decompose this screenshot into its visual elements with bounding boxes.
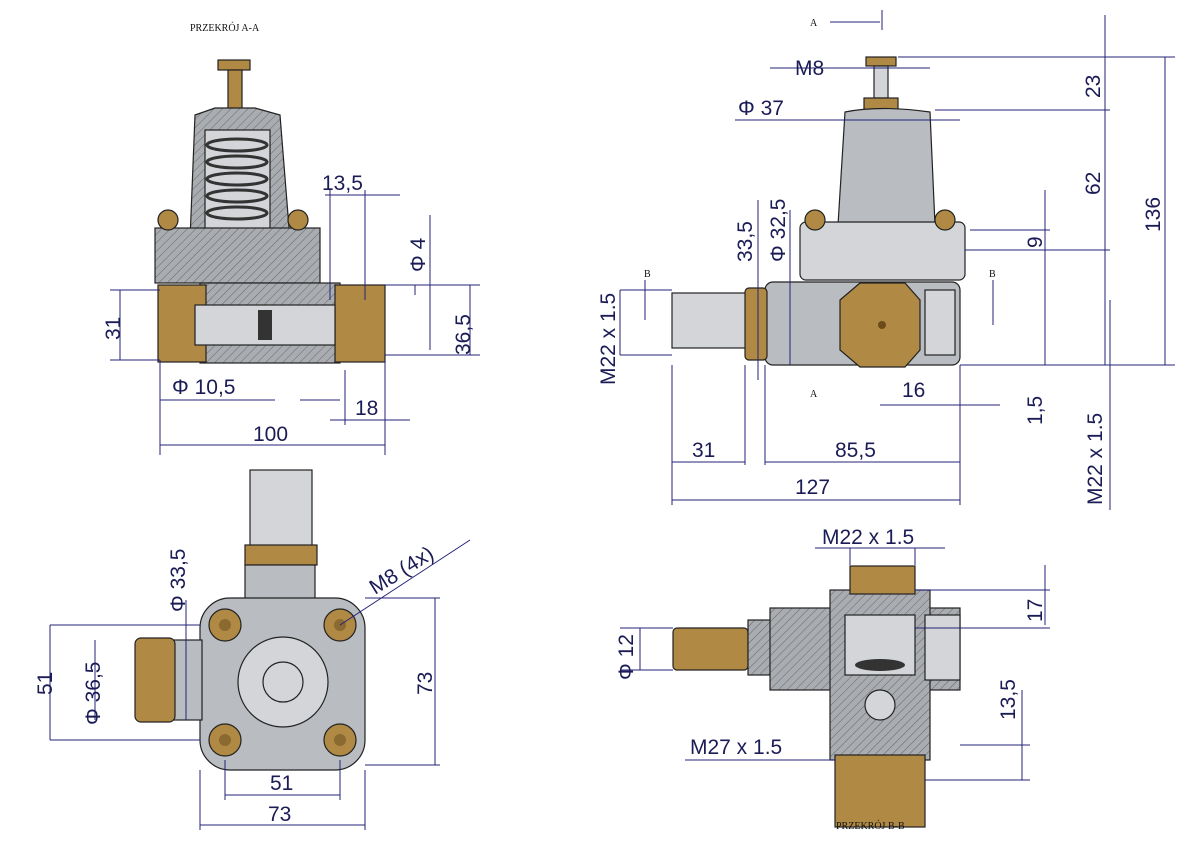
bolts [208,608,357,757]
dim-51-horizontal: 51 [270,772,293,795]
section-b-b-title: PRZEKRÓJ B-B [836,820,905,832]
dim-phi-36-5: Φ 36,5 [82,662,105,725]
section-a-a-title: PRZEKRÓJ A-A [190,22,260,34]
dim-73-vertical: 73 [414,672,437,695]
dim-m22: M22 x 1.5 [822,526,914,549]
dim-18: 18 [355,397,378,420]
center-screw [262,661,304,703]
dim-17: 17 [1024,599,1047,622]
top-view [134,469,366,771]
dim-73-horizontal: 73 [268,803,291,826]
section-b-b-dimensions: M22 x 1.5 Φ 12 17 13,5 M27 x 1.5 [615,526,1050,781]
dim-m8: M8 [795,57,824,80]
dim-phi-12: Φ 12 [615,634,638,680]
dim-phi-4: Φ 4 [407,237,430,272]
dim-136: 136 [1142,197,1165,232]
dim-31: 31 [102,317,125,340]
section-a-a-dimensions: 13,5 Φ 4 31 36,5 Φ 10,5 18 100 [102,172,480,455]
dim-16: 16 [902,379,925,402]
outlet-thread [924,289,956,356]
section-b-b-view: PRZEKRÓJ B-B [672,565,961,832]
section-mark-a-top: A [810,18,818,29]
dim-1-5: 1,5 [1024,396,1047,425]
left-fitting [134,637,176,723]
dim-phi-32-5: Φ 32,5 [767,199,790,262]
adjust-screw-head [217,59,251,71]
inlet-nut [747,619,774,676]
dim-9: 9 [1024,236,1047,248]
section-mark-b-left: B [644,269,651,280]
top-plug [849,565,916,595]
dim-phi-33-5: Φ 33,5 [167,549,190,612]
dim-m22-left: M22 x 1.5 [597,293,620,385]
valve-plug [258,310,272,340]
dim-36-5: 36,5 [452,314,475,355]
inlet-fitting [672,627,749,671]
top-thread [249,469,313,547]
diaphragm [855,659,905,671]
dim-phi-10-5: Φ 10,5 [172,376,235,399]
bottom-fitting [834,754,926,828]
dim-23: 23 [1082,75,1105,98]
bolt-nut [804,209,826,231]
bonnet [837,107,936,226]
bolt-nut [287,209,309,231]
dim-m27: M27 x 1.5 [690,736,782,759]
outlet-thread [924,614,961,681]
dim-62: 62 [1082,172,1105,195]
bolt-nut [157,209,179,231]
top-screw [873,65,889,99]
left-neck [171,639,203,721]
dim-33-5: 33,5 [734,221,757,262]
body-flange [799,221,966,281]
dim-127: 127 [795,476,830,499]
outlet-fitting [334,284,386,363]
section-a-a-view: PRZEKRÓJ A-A [154,22,386,364]
top-neck [244,564,316,604]
section-mark-a-bottom: A [810,389,818,400]
dim-phi-37: Φ 37 [738,97,784,120]
body-flange [154,227,321,284]
bolt-nut [934,209,956,231]
inlet-thread [671,292,748,349]
section-mark-b-right: B [989,269,996,280]
spring-chamber [204,129,271,231]
dim-13-5-bb: 13,5 [997,679,1020,720]
inlet-nut [744,287,768,361]
plug-center [878,321,886,329]
ball [864,689,896,721]
dim-13-5: 13,5 [322,172,363,195]
top-screw-head [865,56,897,67]
dim-31-side: 31 [692,439,715,462]
side-view [671,56,966,368]
top-nut [244,544,318,566]
dim-100: 100 [253,423,288,446]
spring [205,137,269,221]
dim-m8-4x: M8 (4x) [365,542,438,599]
dim-51-vertical: 51 [34,672,57,695]
dim-m22-right: M22 x 1.5 [1084,413,1107,505]
side-view-dimensions: A A B B M8 Φ 37 23 62 136 33,5 Φ 32,5 9 … [597,10,1175,510]
dim-85-5: 85,5 [835,439,876,462]
